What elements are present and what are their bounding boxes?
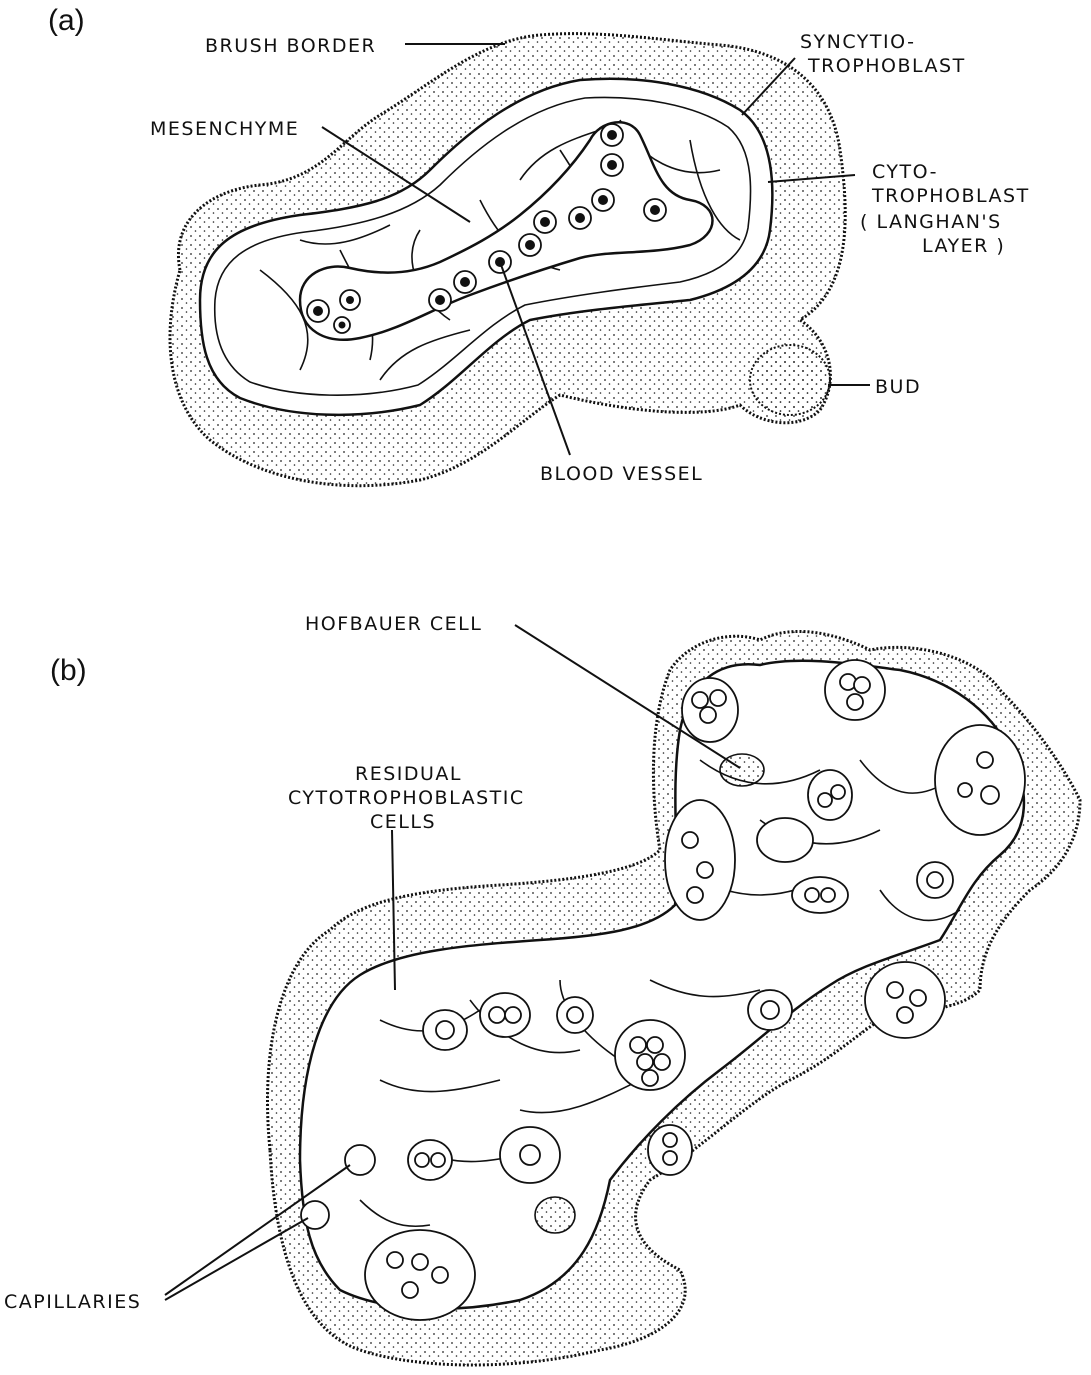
label-syncytio-2: TROPHOBLAST [807,55,966,77]
bud-a [750,345,830,415]
hofbauer-cell-2-b [535,1197,575,1233]
label-cyto-1: CYTO- [872,161,938,183]
label-cyto-4: LAYER ) [922,235,1005,257]
label-mesenchyme: MESENCHYME [150,118,299,140]
label-syncytio-1: SYNCYTIO- [800,31,915,53]
label-bud: BUD [875,376,921,398]
label-residual-2: CYTOTROPHOBLASTIC [288,787,525,809]
label-blood-vessel: BLOOD VESSEL [540,463,703,485]
panel-a-label: (a) [48,4,85,37]
label-cyto-2: TROPHOBLAST [871,185,1030,207]
villus-a [170,34,845,486]
label-brush-border: BRUSH BORDER [205,35,376,57]
label-residual-1: RESIDUAL [355,763,462,785]
label-hofbauer: HOFBAUER CELL [305,613,482,635]
label-capillaries: CAPILLARIES [4,1291,141,1313]
panel-b-label: (b) [50,654,87,687]
label-cyto-3: ( LANGHAN'S [860,211,1002,233]
label-residual-3: CELLS [370,811,436,833]
villus-b [268,631,1081,1365]
leader-capillaries-2 [165,1218,308,1300]
